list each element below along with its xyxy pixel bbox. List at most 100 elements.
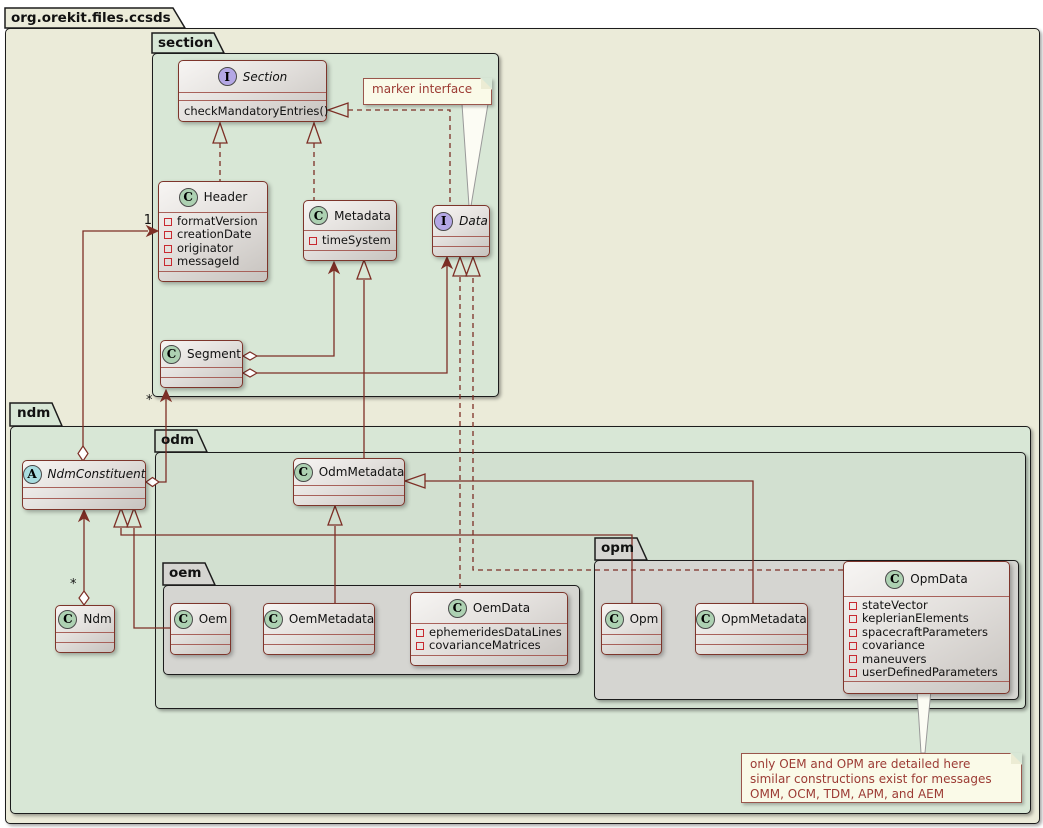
package-label-oem: oem — [169, 565, 202, 581]
class-segment: C Segment — [160, 340, 243, 388]
class-metadata: C Metadata timeSystem — [303, 200, 397, 262]
multiplicity-header: 1 — [143, 213, 152, 228]
package-label-ndm: ndm — [17, 405, 51, 421]
diamond-ndm-ndmconstituent — [78, 589, 90, 607]
private-field-icon — [164, 231, 172, 240]
note-line: OMM, OCM, TDM, APM, and AEM — [750, 787, 945, 801]
class-name: OpmData — [910, 572, 968, 586]
note-connector-marker-to-data — [461, 103, 489, 207]
class-opm: C Opm — [601, 603, 662, 655]
class-icon: C — [604, 609, 624, 629]
fields-compartment-empty — [179, 92, 326, 100]
class-oem: C Oem — [170, 603, 231, 655]
class-icon: C — [885, 569, 905, 589]
methods-compartment-empty — [696, 644, 807, 654]
edge-oem-extends-ndmconstituent — [133, 528, 170, 629]
class-icon: C — [263, 609, 283, 629]
private-field-icon — [164, 257, 172, 266]
methods-compartment-empty — [294, 495, 404, 505]
field-row: timeSystem — [309, 233, 391, 247]
methods-compartment-empty — [602, 644, 661, 654]
fields-compartment-empty — [264, 634, 374, 644]
class-oemdata: C OemData ephemeridesDataLines covarianc… — [410, 592, 568, 666]
class-oemmetadata: C OemMetadata — [263, 603, 375, 655]
class-ndmconstituent: A NdmConstituent — [22, 460, 146, 510]
diamond-segment-data — [241, 368, 259, 378]
note-line: similar constructions exist for messages — [750, 772, 992, 786]
fields-compartment-empty — [56, 632, 114, 642]
edge-segment-has-metadata — [257, 270, 335, 357]
field-row: stateVector — [849, 598, 1004, 612]
private-field-icon — [849, 628, 857, 637]
class-icon: C — [58, 609, 78, 629]
class-name: Opm — [629, 612, 659, 626]
field-row: userDefinedParameters — [849, 665, 1004, 679]
private-field-icon — [416, 642, 424, 651]
field-row: covariance — [849, 638, 1004, 652]
class-ndm: C Ndm — [55, 605, 115, 653]
triangle-head-data-from-oemdata — [452, 255, 468, 277]
class-icon: C — [293, 462, 313, 482]
class-name: Metadata — [334, 208, 391, 223]
note-text: marker interface — [372, 82, 473, 96]
class-name: Oem — [198, 612, 228, 626]
triangle-head-section-from-data — [326, 102, 349, 118]
field-row: ephemeridesDataLines — [416, 625, 562, 639]
private-field-icon — [849, 655, 857, 664]
private-field-icon — [849, 641, 857, 650]
methods-compartment-empty — [159, 270, 267, 281]
field-row: formatVersion — [164, 214, 262, 228]
class-section: I Section checkMandatoryEntries() — [178, 60, 328, 122]
edge-opmmetadata-extends-odmmetadata — [425, 480, 754, 603]
triangle-head-odmmetadata-from-opmmetadata — [403, 473, 426, 489]
fields-compartment-empty — [161, 367, 242, 377]
methods-compartment-empty — [844, 681, 1009, 693]
methods-compartment-empty — [23, 498, 145, 509]
class-icon: C — [162, 344, 181, 364]
abstract-class-icon: A — [22, 464, 42, 484]
private-field-icon — [849, 615, 857, 624]
edge-segment-has-data — [257, 265, 448, 374]
package-label-opm: opm — [601, 540, 635, 556]
multiplicity-segment: * — [146, 393, 153, 408]
triangle-head-ndmconstituent-from-oem — [126, 506, 142, 528]
fields-compartment-empty — [602, 634, 661, 644]
triangle-head-ndmconstituent-from-opm — [113, 506, 129, 528]
field-row: spacecraftParameters — [849, 625, 1004, 639]
arrowhead-into-data — [440, 255, 454, 270]
class-name: OdmMetadata — [318, 465, 405, 479]
fields-compartment-empty — [294, 485, 404, 495]
fields-compartment: stateVector keplerianElements spacecraft… — [844, 596, 1009, 681]
class-opmmetadata: C OpmMetadata — [695, 603, 808, 655]
fields-compartment: timeSystem — [304, 230, 396, 250]
class-opmdata: C OpmData stateVector keplerianElements … — [843, 561, 1010, 695]
fields-compartment: formatVersion creationDate originator me… — [159, 212, 267, 271]
package-tab-section — [151, 32, 226, 54]
package-tab-root — [4, 7, 187, 29]
class-name: Header — [203, 190, 248, 204]
package-tab-ndm — [9, 402, 64, 427]
private-field-icon — [849, 601, 857, 610]
methods-compartment-empty — [161, 377, 242, 387]
arrowhead-into-header — [145, 224, 160, 238]
methods-compartment-empty — [56, 642, 114, 652]
package-tab-oem — [162, 562, 217, 586]
arrowhead-into-segment — [159, 388, 173, 403]
class-name: OpmMetadata — [721, 612, 807, 626]
fields-compartment-empty — [433, 236, 489, 246]
private-field-icon — [849, 668, 857, 677]
arrowhead-into-metadata — [327, 260, 341, 275]
field-row: creationDate — [164, 227, 262, 241]
class-icon: C — [173, 609, 193, 629]
edge-ndmconstituent-has-segment — [159, 398, 167, 483]
class-icon: C — [309, 206, 329, 225]
triangle-head-section-from-metadata — [306, 121, 322, 144]
private-field-icon — [164, 244, 172, 253]
class-name: Segment — [187, 347, 241, 361]
field-row: covarianceMatrices — [416, 638, 562, 652]
triangle-head-data-from-opmdata — [465, 255, 481, 277]
field-row: originator — [164, 241, 262, 255]
edge-ndmconstituent-has-header — [82, 230, 148, 446]
class-icon: C — [178, 187, 198, 207]
methods-compartment-empty — [264, 644, 374, 654]
